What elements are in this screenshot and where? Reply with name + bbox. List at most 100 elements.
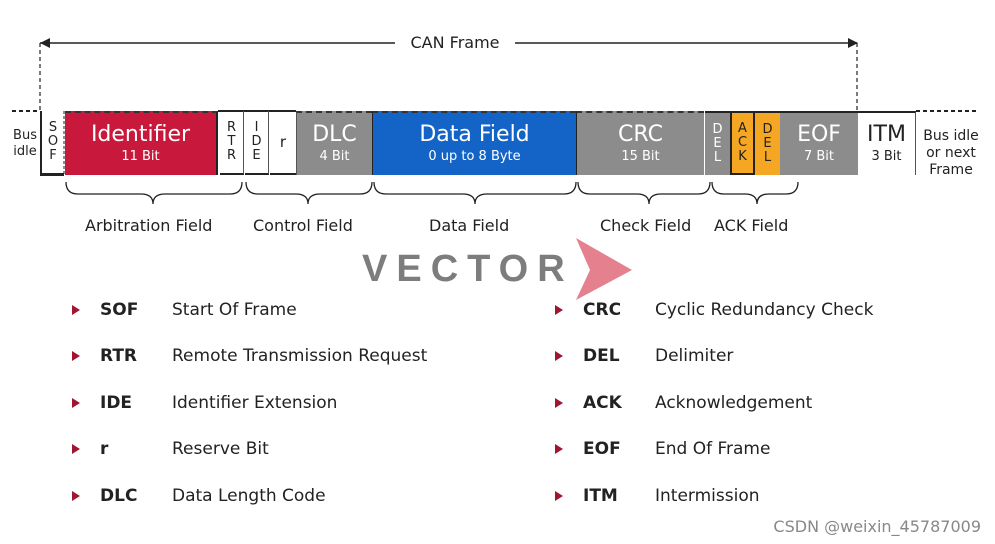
legend-abbr: ACK	[583, 393, 622, 413]
dlc-bits: 4 Bit	[319, 149, 350, 164]
legend-desc: Remote Transmission Request	[172, 346, 428, 366]
data-field-bytes: 0 up to 8 Byte	[428, 149, 521, 164]
bullet-icon	[555, 491, 563, 501]
sof-letter: O	[47, 134, 59, 149]
legend-item-r: r Reserve Bit	[72, 437, 269, 461]
arbitration-field-label: Arbitration Field	[85, 216, 213, 235]
legend-abbr: CRC	[583, 300, 622, 320]
itm-bits: 3 Bit	[871, 149, 902, 164]
data-field-title: Data Field	[419, 122, 530, 147]
legend-desc: Intermission	[655, 486, 760, 506]
ack-delimiter-segment: D E L	[755, 111, 780, 175]
legend-item-itm: ITM Intermission	[555, 484, 760, 508]
frame-span-arrow	[12, 38, 978, 205]
legend-item-dlc: DLC Data Length Code	[72, 484, 326, 508]
legend-desc: Data Length Code	[172, 486, 326, 506]
legend-abbr: RTR	[100, 346, 138, 366]
crc-segment: CRC 15 Bit	[576, 111, 704, 175]
ack-letter: K	[738, 149, 747, 164]
legend-item-eof: EOF End Of Frame	[555, 437, 770, 461]
rtr-segment: R T R	[220, 111, 244, 175]
legend-item-ide: IDE Identifier Extension	[72, 391, 337, 415]
rtr-letter: R	[226, 148, 237, 163]
data-field-label: Data Field	[429, 216, 510, 235]
del-letter: E	[713, 136, 722, 151]
reserve-bit-segment: r	[270, 111, 296, 175]
ide-letter: I	[254, 120, 259, 135]
legend-desc: Delimiter	[655, 346, 734, 366]
bullet-icon	[555, 305, 563, 315]
bullet-icon	[72, 305, 80, 315]
legend-abbr: DLC	[100, 486, 138, 506]
legend-desc: Cyclic Redundancy Check	[655, 300, 874, 320]
dlc-title: DLC	[312, 122, 357, 147]
bullet-icon	[72, 351, 80, 361]
crc-title: CRC	[618, 122, 663, 147]
bullet-icon	[72, 398, 80, 408]
vector-logo-chevron-icon	[576, 238, 632, 300]
sof-segment: S O F	[40, 111, 64, 175]
legend-item-del: DEL Delimiter	[555, 344, 733, 368]
vector-logo: VECTOR	[362, 248, 574, 290]
frame-title: CAN Frame	[410, 33, 500, 52]
legend-item-rtr: RTR Remote Transmission Request	[72, 344, 427, 368]
legend-desc: Identifier Extension	[172, 393, 338, 413]
bus-idle-right-line2: or next	[926, 145, 976, 161]
bullet-icon	[72, 444, 80, 454]
sof-letter: F	[49, 148, 57, 163]
bus-idle-right-line1: Bus idle	[923, 128, 979, 144]
del-letter: E	[763, 136, 772, 151]
legend-desc: Start Of Frame	[172, 300, 297, 320]
bullet-icon	[555, 351, 563, 361]
crc-delimiter-segment: D E L	[705, 111, 730, 175]
legend-abbr: EOF	[583, 439, 621, 459]
del-letter: L	[713, 150, 722, 165]
legend-abbr: SOF	[100, 300, 139, 320]
ack-field-label: ACK Field	[714, 216, 789, 235]
reserve-bit-label: r	[279, 133, 287, 151]
legend-item-crc: CRC Cyclic Redundancy Check	[555, 298, 873, 322]
legend-desc: Reserve Bit	[172, 439, 269, 459]
del-letter: D	[712, 122, 723, 137]
eof-title: EOF	[797, 122, 841, 147]
identifier-segment: Identifier 11 Bit	[65, 111, 218, 175]
eof-segment: EOF 7 Bit	[780, 111, 858, 175]
itm-title: ITM	[867, 122, 906, 147]
legend-item-ack: ACK Acknowledgement	[555, 391, 812, 415]
rtr-letter: T	[227, 134, 236, 149]
legend-desc: Acknowledgement	[655, 393, 813, 413]
identifier-bits: 11 Bit	[121, 149, 160, 164]
ide-segment: I D E	[245, 111, 269, 175]
ide-letter: E	[252, 148, 261, 163]
crc-bits: 15 Bit	[621, 149, 660, 164]
legend-abbr: IDE	[100, 393, 133, 413]
legend-abbr: ITM	[583, 486, 618, 506]
check-field-label: Check Field	[600, 216, 692, 235]
del-letter: D	[762, 122, 773, 137]
identifier-title: Identifier	[90, 122, 191, 147]
bullet-icon	[555, 398, 563, 408]
legend-abbr: r	[100, 439, 109, 459]
data-field-segment: Data Field 0 up to 8 Byte	[372, 111, 576, 175]
itm-segment: ITM 3 Bit	[858, 111, 916, 175]
del-letter: L	[763, 150, 772, 165]
bullet-icon	[555, 444, 563, 454]
legend-abbr: DEL	[583, 346, 620, 366]
rtr-letter: R	[226, 120, 237, 135]
bus-idle-left: Bus idle	[10, 128, 40, 160]
ide-letter: D	[251, 134, 262, 149]
bus-idle-right-line3: Frame	[929, 162, 973, 178]
legend-item-sof: SOF Start Of Frame	[72, 298, 297, 322]
sof-letter: S	[48, 120, 58, 135]
bus-idle-right: Bus idle or next Frame	[918, 128, 984, 179]
bullet-icon	[72, 491, 80, 501]
ack-segment: A C K	[730, 111, 755, 175]
ack-letter: A	[738, 121, 747, 136]
control-field-label: Control Field	[253, 216, 353, 235]
bus-idle-left-line2: idle	[13, 144, 37, 159]
bus-idle-left-line1: Bus	[13, 128, 37, 143]
dlc-segment: DLC 4 Bit	[296, 111, 372, 175]
eof-bits: 7 Bit	[803, 149, 835, 164]
legend-desc: End Of Frame	[655, 439, 771, 459]
ack-letter: C	[737, 135, 748, 150]
